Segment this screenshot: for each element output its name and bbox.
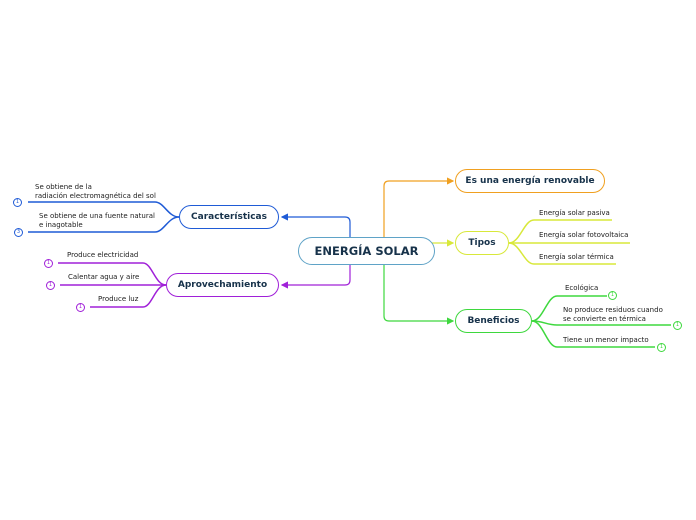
leaf-caracteristicas-2[interactable]: Se obtiene de una fuente natural e inago…: [39, 212, 155, 229]
central-topic-label: ENERGÍA SOLAR: [314, 244, 419, 258]
central-topic[interactable]: ENERGÍA SOLAR: [298, 237, 435, 265]
branch-aprovechamiento[interactable]: Aprovechamiento: [166, 273, 279, 297]
branch-aprovechamiento-label: Aprovechamiento: [177, 280, 268, 290]
note-count-icon[interactable]: 1: [76, 303, 85, 312]
branch-renovable-label: Es una energía renovable: [465, 176, 595, 186]
note-count-icon[interactable]: 1: [657, 343, 666, 352]
leaf-tipos-1[interactable]: Energía solar pasiva: [539, 209, 610, 217]
leaf-aprovechamiento-1[interactable]: Produce electricidad: [67, 251, 139, 259]
branch-beneficios-label: Beneficios: [467, 316, 520, 326]
leaf-aprovechamiento-3[interactable]: Produce luz: [98, 295, 139, 303]
leaf-beneficios-3[interactable]: Tiene un menor impacto: [563, 336, 649, 344]
note-count-icon[interactable]: 1: [673, 321, 682, 330]
link-beneficios: [383, 265, 455, 325]
note-count-icon[interactable]: 1: [608, 291, 617, 300]
leaf-beneficios-2[interactable]: No produce residuos cuando se convierte …: [563, 306, 663, 323]
link-caracteristicas: [280, 213, 351, 237]
note-count-icon[interactable]: 1: [13, 198, 22, 207]
note-count-icon[interactable]: 3: [14, 228, 23, 237]
leaf-aprovechamiento-2[interactable]: Calentar agua y aire: [68, 273, 140, 281]
branch-beneficios[interactable]: Beneficios: [455, 309, 532, 333]
leaf-tipos-2[interactable]: Energía solar fotovoltaica: [539, 231, 629, 239]
note-count-icon[interactable]: 1: [46, 281, 55, 290]
branch-renovable[interactable]: Es una energía renovable: [455, 169, 605, 193]
branch-caracteristicas[interactable]: Características: [179, 205, 279, 229]
leaf-tipos-3[interactable]: Energía solar térmica: [539, 253, 614, 261]
branch-tipos-label: Tipos: [468, 238, 496, 248]
branch-tipos[interactable]: Tipos: [455, 231, 509, 255]
leaf-beneficios-1[interactable]: Ecológica: [565, 284, 599, 292]
leaf-caracteristicas-1[interactable]: Se obtiene de la radiación electromagnét…: [35, 183, 156, 200]
link-renovable: [383, 177, 455, 237]
link-aprovechamiento: [280, 265, 351, 289]
branch-caracteristicas-label: Características: [191, 212, 267, 222]
note-count-icon[interactable]: 1: [44, 259, 53, 268]
